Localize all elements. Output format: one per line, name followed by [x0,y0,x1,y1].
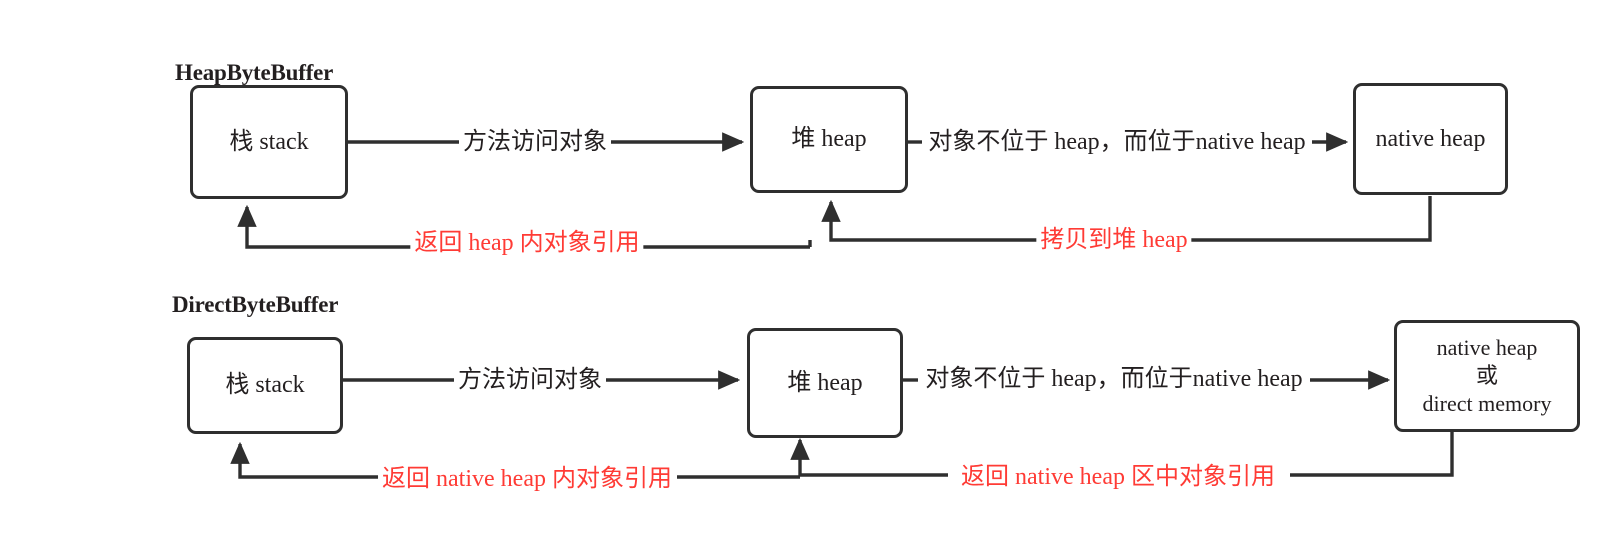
connector-heap-heap-to-stack [237,204,812,249]
section-title-directbytebuffer: DirectByteBuffer [172,292,339,317]
node-direct-heap[interactable]: 堆 heap [747,328,903,438]
edge-label-heap-not-in-heap: 对象不位于 heap，而位于native heap [924,130,1310,154]
edge-label-direct-not-in-heap: 对象不位于 heap，而位于native heap [921,367,1307,391]
edge-label-heap-return-ref: 返回 heap 内对象引用 [410,231,644,255]
edge-label-direct-return-native-ref: 返回 native heap 内对象引用 [378,467,676,491]
node-heap-stack[interactable]: 栈 stack [190,85,348,199]
section-title-heapbytebuffer: HeapByteBuffer [175,60,334,85]
connector-direct-native-to-heap [790,432,1454,477]
edge-label-heap-copy-to-heap: 拷贝到堆 heap [1036,228,1192,252]
node-heap-heap[interactable]: 堆 heap [750,86,908,193]
node-direct-native-heap-or-direct-memory[interactable]: native heap 或 direct memory [1394,320,1580,432]
connector-direct-heap-to-stack [230,441,800,479]
connector-heap-native-to-heap [821,196,1432,242]
node-direct-stack[interactable]: 栈 stack [187,337,343,434]
edge-label-direct-return-native-area-ref: 返回 native heap 区中对象引用 [957,465,1279,489]
edge-label-heap-method-access: 方法访问对象 [459,130,611,154]
edge-label-direct-method-access: 方法访问对象 [454,368,606,392]
node-heap-native-heap[interactable]: native heap [1353,83,1508,195]
